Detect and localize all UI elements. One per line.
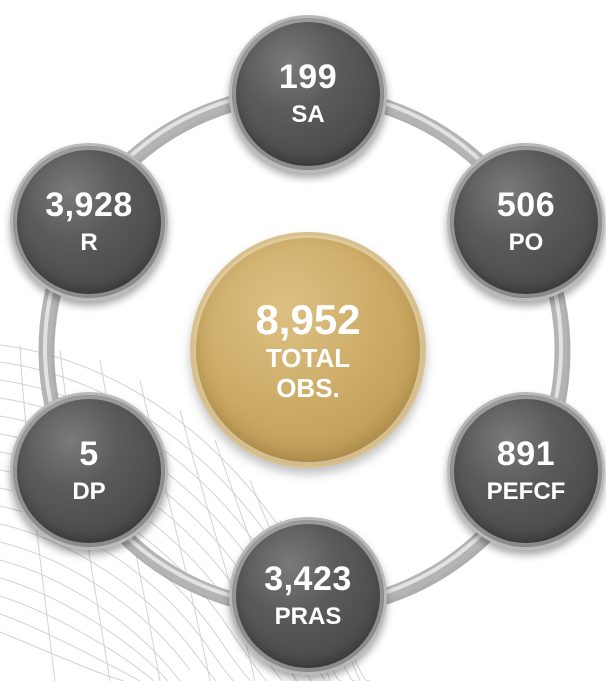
node-sa: 199 SA [229, 15, 387, 173]
center-value: 8,952 [255, 296, 361, 343]
node-label: SA [291, 101, 325, 128]
center-label-line1: TOTAL [265, 343, 351, 373]
center-label-line2: OBS. [276, 373, 340, 403]
node-dp: 5 DP [10, 392, 168, 550]
node-label: PRAS [274, 603, 342, 630]
node-label: PO [508, 229, 544, 256]
node-pras: 3,423 PRAS [229, 517, 387, 675]
node-label: PEFCF [486, 478, 566, 505]
node-label: DP [72, 478, 106, 505]
node-value: 891 [496, 435, 556, 473]
node-value: 3,928 [45, 186, 133, 224]
node-po: 506 PO [447, 143, 605, 301]
node-value: 5 [79, 435, 99, 473]
node-pefcf: 891 PEFCF [447, 392, 605, 550]
node-value: 506 [496, 186, 556, 224]
node-value: 3,423 [264, 560, 352, 598]
node-value: 199 [278, 58, 338, 96]
node-r: 3,928 R [10, 143, 168, 301]
center-total-node: 8,952 TOTAL OBS. [190, 232, 426, 468]
node-label: R [80, 229, 98, 256]
